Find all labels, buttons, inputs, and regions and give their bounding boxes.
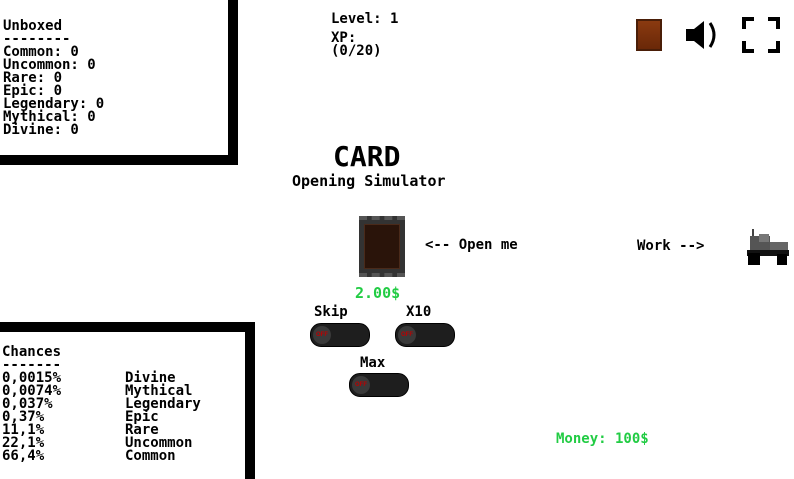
rarity-name: Mythical	[125, 383, 193, 399]
xp-value: (0/20)	[331, 43, 382, 59]
unboxed-count: Epic: 0	[3, 83, 63, 99]
speaker-icon[interactable]	[684, 19, 722, 51]
rarity-name: Uncommon	[125, 435, 193, 451]
work-label: Work -->	[637, 238, 705, 254]
game-title: CARD	[333, 140, 401, 173]
open-me-label: <-- Open me	[425, 237, 518, 253]
rarity-name: Divine	[125, 370, 176, 386]
chances-title: Chances	[2, 344, 62, 360]
x10-toggle[interactable]: OFF	[395, 323, 455, 347]
rarity-chance: 0,037%	[2, 396, 53, 412]
pack-price: 2.00$	[355, 284, 401, 302]
rarity-chance: 0,0015%	[2, 370, 62, 386]
toggle-knob: OFF	[313, 326, 331, 344]
unboxed-count: Common: 0	[3, 44, 79, 60]
max-label: Max	[360, 355, 386, 371]
fullscreen-icon[interactable]	[742, 17, 780, 53]
rarity-chance: 66,4%	[2, 448, 45, 464]
unboxed-count: Divine: 0	[3, 122, 79, 138]
unboxed-count: Rare: 0	[3, 70, 63, 86]
xp-label: XP:	[331, 30, 357, 46]
unboxed-count: Uncommon: 0	[3, 57, 96, 73]
unboxed-count: Legendary: 0	[3, 96, 105, 112]
skip-label: Skip	[314, 304, 348, 320]
unboxed-count: Mythical: 0	[3, 109, 96, 125]
chances-panel: Chances ------- 0,0015% Divine 0,0074% Myth…	[0, 322, 255, 479]
x10-label: X10	[406, 304, 432, 320]
skip-toggle[interactable]: OFF	[310, 323, 370, 347]
rarity-chance: 22,1%	[2, 435, 45, 451]
card-pack[interactable]	[359, 216, 405, 277]
rarity-name: Legendary	[125, 396, 201, 412]
book-icon[interactable]	[636, 19, 662, 51]
game-subtitle: Opening Simulator	[292, 172, 446, 190]
rarity-name: Common	[125, 448, 176, 464]
chances-divider: -------	[2, 357, 62, 373]
unboxed-divider: --------	[3, 31, 71, 47]
max-toggle[interactable]: OFF	[349, 373, 409, 397]
toggle-knob: OFF	[352, 376, 370, 394]
toggle-knob: OFF	[398, 326, 416, 344]
rarity-name: Epic	[125, 409, 159, 425]
unboxed-title: Unboxed	[3, 18, 63, 34]
rarity-name: Rare	[125, 422, 159, 438]
money-display: Money: 100$	[556, 431, 649, 447]
tractor-icon[interactable]	[745, 226, 790, 266]
rarity-chance: 0,37%	[2, 409, 45, 425]
rarity-chance: 11,1%	[2, 422, 45, 438]
rarity-chance: 0,0074%	[2, 383, 62, 399]
level-text: Level: 1	[331, 11, 399, 27]
